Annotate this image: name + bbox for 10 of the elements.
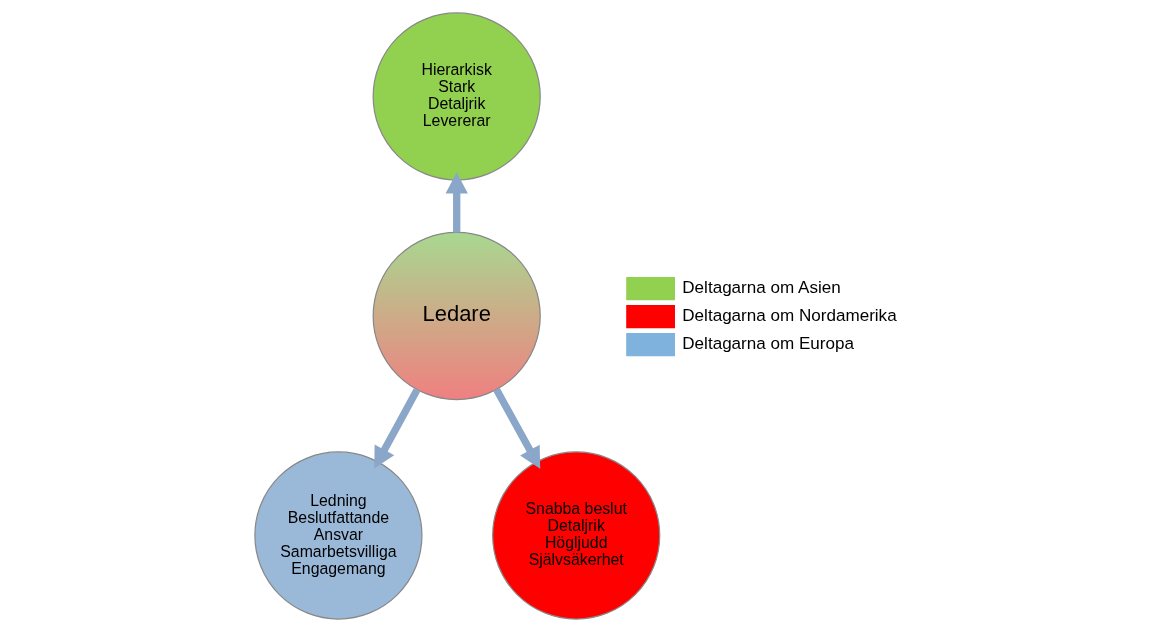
legend-label: Deltagarna om Nordamerika xyxy=(682,306,897,326)
legend-label: Deltagarna om Europa xyxy=(682,334,854,354)
node-circle: Hierarkisk Stark Detaljrik Levererar xyxy=(372,12,541,181)
arrow xyxy=(374,388,421,469)
node-circle: Ledare xyxy=(372,231,541,401)
node-circle: Snabba beslut Detaljrik Högljudd Självsäkerhet xyxy=(492,451,661,620)
arrow xyxy=(493,387,541,469)
arrow xyxy=(445,172,468,233)
node-circle: Ledning Beslutfattande Ansvar Samarbetsvilliga Engagemang xyxy=(254,451,423,620)
legend-label: Deltagarna om Asien xyxy=(682,278,841,298)
